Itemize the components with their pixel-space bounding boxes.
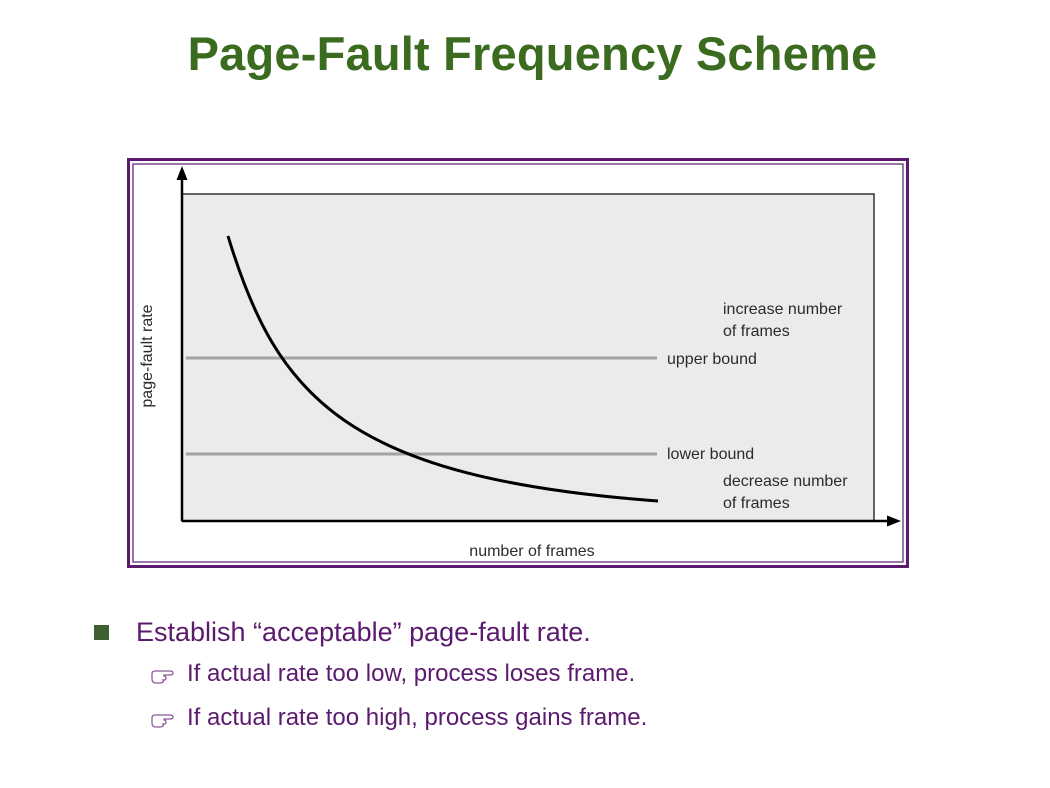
- pointing-hand-icon: [150, 664, 176, 684]
- x-axis-arrow-icon: [887, 515, 901, 527]
- sub-bullet-text: If actual rate too high, process gains f…: [187, 704, 648, 731]
- y-axis-arrow-icon: [176, 166, 188, 180]
- pointing-hand-icon: [150, 708, 176, 728]
- sub-bullet-text: If actual rate too low, process loses fr…: [187, 660, 636, 687]
- bullet-list: Establish “acceptable” page-fault rate. …: [94, 612, 1024, 740]
- decrease-label-line1: decrease number: [723, 473, 848, 490]
- upper-bound-label: upper bound: [667, 351, 757, 368]
- decrease-label-line2: of frames: [723, 495, 790, 512]
- page-fault-curve: [226, 235, 659, 503]
- sub-bullet: If actual rate too low, process loses fr…: [150, 652, 1024, 696]
- increase-label-line1: increase number: [723, 301, 843, 318]
- square-bullet-icon: [94, 624, 109, 640]
- diagram-svg: page-fault rate number of frames upper b…: [127, 158, 909, 568]
- main-bullet-text: Establish “acceptable” page-fault rate.: [136, 616, 591, 647]
- x-axis-label: number of frames: [469, 543, 594, 560]
- page-fault-diagram: page-fault rate number of frames upper b…: [127, 158, 909, 568]
- increase-label-line2: of frames: [723, 323, 790, 340]
- slide-title: Page-Fault Frequency Scheme: [187, 27, 878, 80]
- inner-frame: [132, 163, 904, 563]
- sub-bullet: If actual rate too high, process gains f…: [150, 696, 1024, 740]
- y-axis-label: page-fault rate: [139, 304, 156, 407]
- main-bullet: Establish “acceptable” page-fault rate.: [94, 612, 1024, 652]
- lower-bound-label: lower bound: [667, 446, 754, 463]
